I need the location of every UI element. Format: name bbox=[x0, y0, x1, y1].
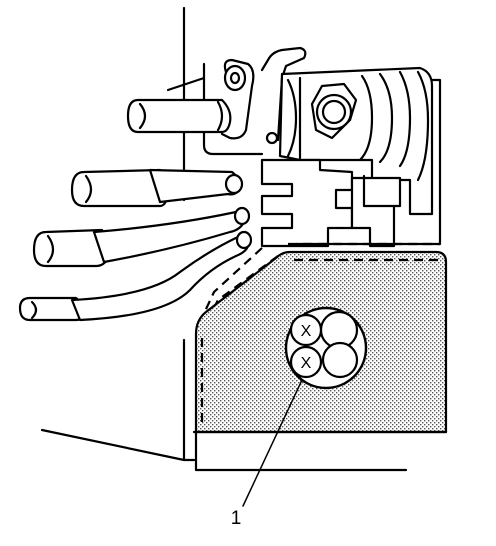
wire-lower bbox=[18, 230, 253, 322]
cavity-x-mark-lower: X bbox=[301, 355, 312, 372]
connector-housing bbox=[40, 250, 448, 472]
top-rod bbox=[126, 98, 232, 134]
mounting-bracket bbox=[166, 46, 307, 156]
callout-1-leader bbox=[242, 379, 303, 507]
wire-middle bbox=[32, 206, 251, 268]
cavity-group: X X bbox=[284, 306, 368, 390]
callout-1-label: 1 bbox=[231, 508, 242, 529]
cavity-x-mark-upper: X bbox=[301, 323, 312, 340]
wire-upper bbox=[70, 168, 244, 208]
terminal-block bbox=[260, 158, 402, 248]
